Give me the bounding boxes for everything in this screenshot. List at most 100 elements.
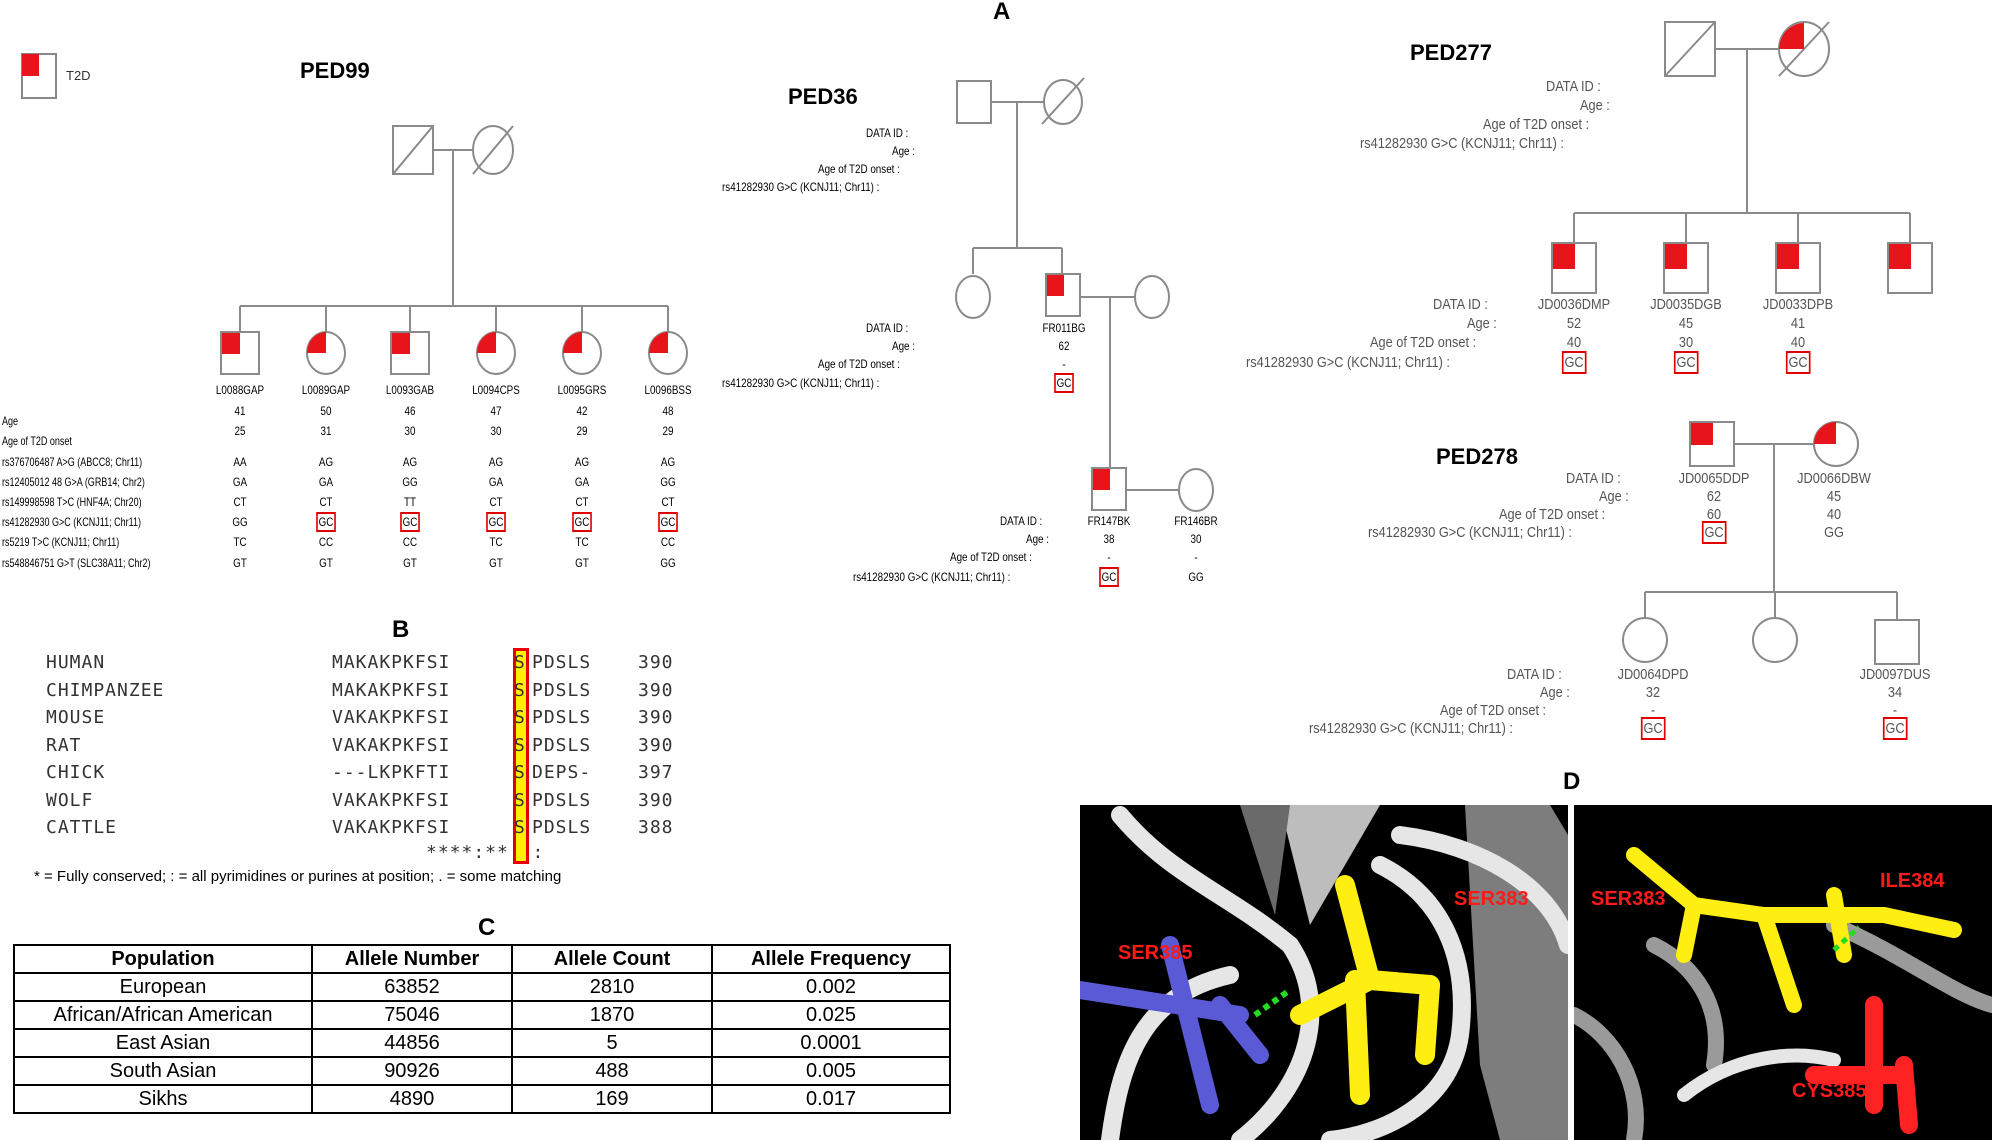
structure-left-image bbox=[1080, 805, 1568, 1140]
ped278-child-age: 34 bbox=[1887, 684, 1903, 701]
ped36-spouse-geno: GG bbox=[1188, 570, 1204, 584]
alignment-sequence-post: PDSLS bbox=[532, 817, 592, 838]
alignment-position: 390 bbox=[638, 652, 674, 673]
ped99-genotype: GT bbox=[575, 556, 589, 570]
ped99-member-age: 41 bbox=[234, 404, 246, 418]
alignment-species: WOLF bbox=[46, 789, 94, 811]
ped99-genotype: GT bbox=[489, 556, 503, 570]
ped36-label-onset: Age of T2D onset : bbox=[950, 550, 1032, 564]
alignment-sequence-pre: VAKAKPKFSI bbox=[332, 734, 451, 756]
ped278-label-onset: Age of T2D onset : bbox=[1499, 506, 1606, 523]
ped99-genotype: AG bbox=[402, 455, 418, 469]
ped99-genotype: AA bbox=[233, 455, 247, 469]
ped277-label-age: Age : bbox=[1467, 315, 1497, 332]
table-cell: 2810 bbox=[511, 972, 713, 1002]
ped99-member-onset: 29 bbox=[576, 424, 588, 438]
ped36-proband-onset: - bbox=[1062, 357, 1066, 371]
allele-frequency-table: Population Allele Number Allele Count Al… bbox=[13, 944, 951, 1114]
ped99-row-label: Age bbox=[2, 414, 19, 428]
alignment-species: MOUSE bbox=[46, 707, 106, 728]
ped277-label-age: Age : bbox=[1580, 97, 1610, 114]
ped99-row-label: rs149998598 T>C (HNF4A; Chr20) bbox=[2, 495, 142, 509]
right-label-ser383: SER383 bbox=[1591, 888, 1666, 910]
table-cell: 5 bbox=[511, 1028, 713, 1058]
alignment-sequence-pre: VAKAKPKFSI bbox=[332, 789, 451, 811]
panel-label-a: A bbox=[993, 0, 1011, 25]
ped278-child-onset: - bbox=[1650, 702, 1656, 719]
ped99-genotype: GC bbox=[316, 512, 336, 532]
table-cell: 0.0001 bbox=[711, 1028, 951, 1058]
ped99-genotype: CT bbox=[575, 495, 589, 509]
ped99-member-onset: 30 bbox=[404, 424, 416, 438]
ped36-spouse-age: 30 bbox=[1190, 532, 1202, 546]
ped277-member-geno: GC bbox=[1785, 351, 1811, 374]
ped278-daughter2-icon bbox=[1752, 617, 1798, 663]
ped278-label-id: DATA ID : bbox=[1566, 470, 1621, 487]
left-label-ser383: SER383 bbox=[1454, 888, 1529, 910]
ped99-genotype: GA bbox=[488, 475, 504, 489]
ped278-child-geno: GC bbox=[1640, 717, 1666, 740]
ped277-member-onset: 40 bbox=[1566, 334, 1582, 351]
ped99-genotype: GT bbox=[233, 556, 247, 570]
ped36-label-age: Age : bbox=[892, 339, 915, 353]
alignment-sequence-post: PDSLS bbox=[532, 707, 592, 728]
ped99-genotype: AG bbox=[318, 455, 334, 469]
ped278-parent-onset: 60 bbox=[1706, 506, 1722, 523]
table-cell: South Asian bbox=[13, 1056, 313, 1086]
table-cell: 488 bbox=[511, 1056, 713, 1086]
alignment-position: 397 bbox=[638, 762, 674, 783]
ped36-child-onset: - bbox=[1107, 550, 1111, 564]
ped278-child-geno: GC bbox=[1882, 717, 1908, 740]
alignment-residue: S bbox=[514, 679, 526, 701]
alignment-residue: S bbox=[514, 789, 526, 811]
ped278-child-id: JD0097DUS bbox=[1859, 666, 1931, 683]
ped277-member-id: JD0033DPB bbox=[1762, 296, 1834, 313]
ped36-label-id: DATA ID : bbox=[866, 321, 909, 335]
legend-label: T2D bbox=[66, 68, 91, 83]
alignment-position: 388 bbox=[638, 817, 674, 838]
ped278-parent-id: JD0065DDP bbox=[1678, 470, 1750, 487]
ped277-tree bbox=[1551, 21, 1933, 294]
ped278-parent-geno: GG bbox=[1824, 524, 1844, 541]
ped99-row-label: rs5219 T>C (KCNJ11; Chr11) bbox=[2, 535, 120, 549]
ped36-label-age: Age : bbox=[892, 144, 915, 158]
ped277-member-age: 52 bbox=[1566, 315, 1582, 332]
alignment-species: HUMAN bbox=[46, 652, 106, 673]
alignment-position: 390 bbox=[638, 707, 674, 728]
alignment-position: 390 bbox=[638, 734, 674, 756]
ped278-parent-onset: 40 bbox=[1826, 506, 1842, 523]
ped99-row-label: Age of T2D onset bbox=[2, 434, 72, 448]
ped36-title: PED36 bbox=[788, 84, 858, 109]
ped99-genotype: GC bbox=[658, 512, 678, 532]
ped99-genotype: CT bbox=[233, 495, 247, 509]
ped99-genotype: GT bbox=[319, 556, 333, 570]
ped99-member-id: L0093GAB bbox=[385, 383, 435, 397]
ped99-member-age: 48 bbox=[662, 404, 674, 418]
ped99-genotype: TC bbox=[575, 535, 589, 549]
ped36-label-id: DATA ID : bbox=[1000, 514, 1043, 528]
alignment-species: CATTLE bbox=[46, 817, 118, 838]
ped278-parent-geno: GC bbox=[1701, 521, 1727, 544]
alignment-sequence-post: PDSLS bbox=[532, 679, 592, 701]
ped99-member-id: L0094CPS bbox=[472, 383, 520, 397]
ped99-genotype: GC bbox=[486, 512, 506, 532]
table-cell: 90926 bbox=[311, 1056, 513, 1086]
ped277-label-id: DATA ID : bbox=[1433, 296, 1488, 313]
conservation-line: ****:** : bbox=[426, 842, 545, 863]
right-label-ile384: ILE384 bbox=[1880, 870, 1945, 892]
ped99-member-id: L0088GAP bbox=[215, 383, 265, 397]
structure-right-image bbox=[1574, 805, 1992, 1140]
alignment-sequence-post: PDSLS bbox=[532, 734, 592, 756]
table-header-row: Population Allele Number Allele Count Al… bbox=[13, 944, 951, 974]
ped99-genotype: GC bbox=[572, 512, 592, 532]
ped99-member-id: L0089GAP bbox=[301, 383, 351, 397]
ped36-proband-id: FR011BG bbox=[1042, 321, 1086, 335]
alignment-residue: S bbox=[514, 707, 526, 728]
ped36-proband-geno: GC bbox=[1054, 373, 1074, 393]
panel-label-b: B bbox=[392, 616, 410, 643]
left-label-ser385: SER385 bbox=[1118, 942, 1193, 964]
ped99-genotype: CT bbox=[319, 495, 333, 509]
table-header: Allele Number bbox=[311, 944, 513, 974]
ped277-member-id: JD0035DGB bbox=[1650, 296, 1722, 313]
